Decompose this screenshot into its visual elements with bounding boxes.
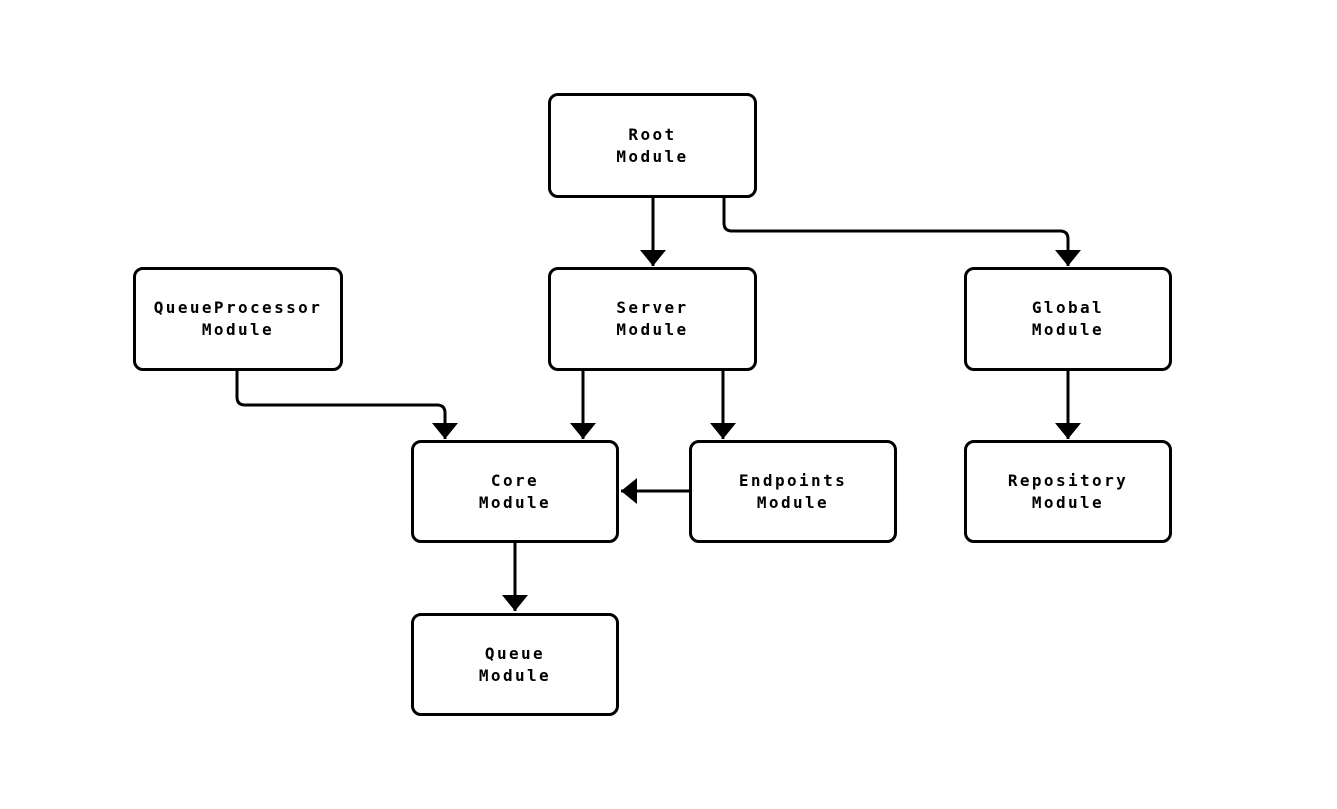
node-endpoints-module: Endpoints Module xyxy=(689,440,897,543)
node-global-module: Global Module xyxy=(964,267,1172,371)
edge-queue-processor-to-core xyxy=(235,371,458,439)
node-server-module: Server Module xyxy=(548,267,757,371)
node-core-module: Core Module xyxy=(411,440,619,543)
node-queue-module: Queue Module xyxy=(411,613,619,716)
node-queue-processor-module: QueueProcessor Module xyxy=(133,267,343,371)
node-repository-module: Repository Module xyxy=(964,440,1172,543)
edge-root-to-global xyxy=(722,198,1081,266)
node-root-module: Root Module xyxy=(548,93,757,198)
